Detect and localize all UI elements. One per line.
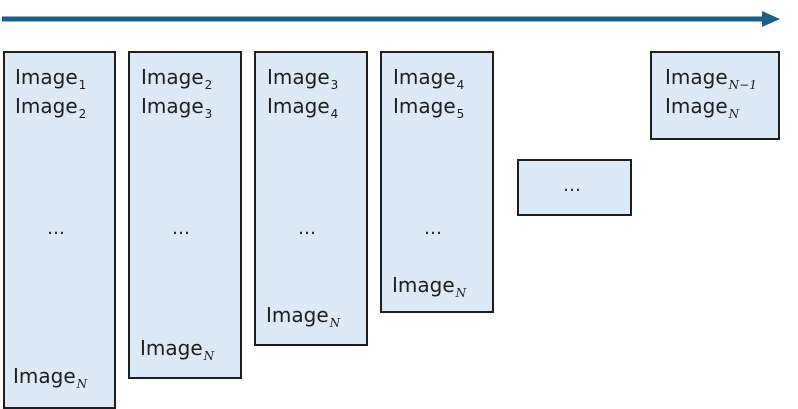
- timeline-arrow: [2, 11, 780, 27]
- image-window-last: ImageN−1 ImageN: [650, 51, 780, 140]
- window-4-last-image: ImageN: [392, 273, 467, 300]
- window-2-ellipsis: …: [172, 218, 190, 239]
- image-window-2: Image2 Image3 … ImageN: [128, 51, 242, 379]
- intermediate-windows-ellipsis-box: …: [517, 159, 632, 216]
- window-1-ellipsis: …: [47, 218, 65, 239]
- window-1-first-image: Image1: [15, 65, 87, 92]
- window-2-second-image: Image3: [141, 94, 213, 121]
- window-3-second-image: Image4: [267, 94, 339, 121]
- window-4-first-image: Image4: [393, 65, 465, 92]
- image-window-1: Image1 Image2 … ImageN: [3, 51, 116, 409]
- image-window-4: Image4 Image5 … ImageN: [380, 51, 494, 313]
- window-4-ellipsis: …: [424, 218, 442, 239]
- intermediate-ellipsis: …: [563, 175, 581, 196]
- window-1-last-image: ImageN: [13, 364, 88, 391]
- window-1-second-image: Image2: [15, 94, 87, 121]
- window-3-last-image: ImageN: [266, 303, 341, 330]
- window-3-first-image: Image3: [267, 65, 339, 92]
- window-last-second-image: ImageN: [665, 94, 740, 121]
- window-3-ellipsis: …: [298, 218, 316, 239]
- image-window-3: Image3 Image4 … ImageN: [254, 51, 368, 346]
- window-last-first-image: ImageN−1: [665, 65, 757, 92]
- window-4-second-image: Image5: [393, 94, 465, 121]
- window-2-last-image: ImageN: [140, 336, 215, 363]
- window-2-first-image: Image2: [141, 65, 213, 92]
